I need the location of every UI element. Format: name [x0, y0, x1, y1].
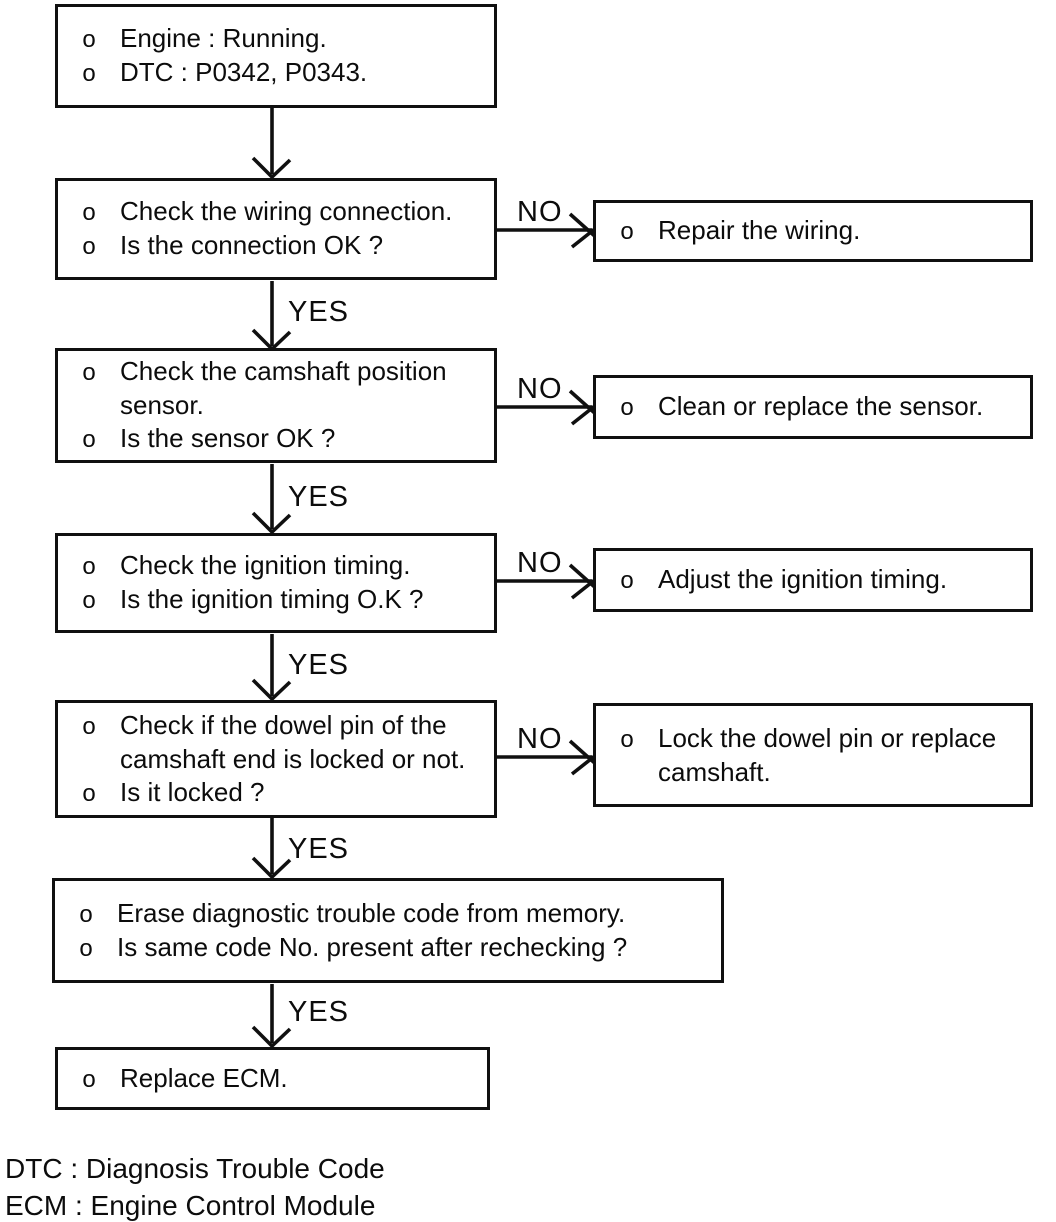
flow-box-lock-dowel-pin: o Lock the dowel pin or replace camshaft.	[593, 703, 1033, 807]
arrow-down-yes-1	[251, 281, 292, 352]
bullet-marker: o	[82, 587, 96, 614]
flow-line-text: Adjust the ignition timing.	[658, 564, 948, 594]
bullet-marker: o	[82, 426, 96, 453]
flow-line-text: Check if the dowel pin of the	[120, 709, 447, 740]
no-label-2: NO	[517, 373, 563, 405]
flow-line-text: Is the sensor OK ?	[120, 423, 336, 453]
flow-line-text: Is the ignition timing O.K ?	[120, 584, 424, 614]
yes-label-1: YES	[288, 296, 350, 328]
flow-line: o DTC : P0342, P0343.	[78, 56, 486, 90]
bullet-marker: o	[82, 359, 96, 386]
arrow-down-yes-4	[251, 818, 292, 880]
flow-line-text: Replace ECM.	[120, 1062, 288, 1093]
flow-box-clean-or-replace-sensor: o Clean or replace the sensor.	[593, 375, 1033, 439]
flow-box-repair-wiring: o Repair the wiring.	[593, 200, 1033, 262]
flow-box-erase-dtc-memory: o Erase diagnostic trouble code from memo…	[52, 878, 724, 983]
flow-line: o Check the wiring connection.	[78, 195, 486, 229]
bullet-marker: o	[82, 26, 96, 53]
bullet-marker: o	[79, 934, 93, 962]
bullet-marker: o	[82, 60, 96, 87]
yes-label-4: YES	[288, 833, 350, 865]
flow-line-text: Check the wiring connection.	[120, 196, 453, 226]
flow-line-continuation: camshaft end is locked or not.	[120, 743, 486, 776]
bullet-marker: o	[79, 900, 93, 928]
flow-line-text: DTC : P0342, P0343.	[120, 57, 368, 87]
flow-line: o Clean or replace the sensor.	[616, 390, 1022, 424]
flow-line: o Repair the wiring.	[616, 214, 1022, 248]
bullet-marker: o	[82, 1065, 96, 1093]
arrow-down-1	[251, 108, 292, 180]
flow-line: o Is same code No. present after rechecki…	[75, 931, 713, 965]
yes-label-3: YES	[288, 649, 350, 681]
flow-line: o Check if the dowel pin of the	[78, 709, 486, 743]
legend-dtc-line: DTC : Diagnosis Trouble Code	[5, 1153, 385, 1184]
flow-line-continuation: sensor.	[120, 389, 486, 422]
flow-line-text: camshaft.	[658, 756, 771, 787]
legend: DTC : Diagnosis Trouble Code ECM : Engin…	[5, 1150, 385, 1222]
no-label-1: NO	[517, 196, 563, 228]
arrow-down-yes-2	[251, 464, 292, 535]
bullet-marker: o	[620, 567, 634, 594]
flow-box-check-dowel-pin: o Check if the dowel pin of the camshaft …	[55, 700, 497, 818]
flow-line: o Replace ECM.	[78, 1062, 479, 1096]
bullet-marker: o	[82, 712, 96, 740]
flow-line: o Is it locked ?	[78, 776, 486, 810]
yes-label-2: YES	[288, 481, 350, 513]
bullet-marker: o	[82, 233, 96, 260]
no-label-4: NO	[517, 723, 563, 755]
bullet-marker: o	[620, 218, 634, 245]
flow-line-text: Clean or replace the sensor.	[658, 391, 984, 421]
bullet-marker: o	[620, 725, 634, 753]
flow-box-adjust-ignition-timing: o Adjust the ignition timing.	[593, 548, 1033, 612]
flow-line-text: sensor.	[120, 390, 204, 420]
legend-ecm-line: ECM : Engine Control Module	[5, 1190, 376, 1221]
flow-line-text: Repair the wiring.	[658, 215, 861, 245]
yes-label-5: YES	[288, 996, 350, 1028]
flow-line: o Is the ignition timing O.K ?	[78, 583, 486, 617]
flow-line: o Erase diagnostic trouble code from memo…	[75, 897, 713, 931]
flow-line: o Is the sensor OK ?	[78, 422, 486, 456]
flow-line-text: Check the camshaft position	[120, 356, 447, 386]
bullet-marker: o	[82, 199, 96, 226]
flow-line-text: Check the ignition timing.	[120, 550, 411, 580]
flow-line-continuation: camshaft.	[658, 756, 1022, 789]
flow-line-text: Is the connection OK ?	[120, 230, 384, 260]
bullet-marker: o	[82, 553, 96, 580]
flow-line: o Lock the dowel pin or replace	[616, 722, 1022, 756]
flow-line-text: Erase diagnostic trouble code from memor…	[117, 897, 626, 928]
arrow-down-yes-5	[251, 984, 292, 1049]
flow-line: o Adjust the ignition timing.	[616, 563, 1022, 597]
no-label-3: NO	[517, 547, 563, 579]
flow-box-check-ignition-timing: o Check the ignition timing. o Is the igni…	[55, 533, 497, 633]
flow-line: o Check the ignition timing.	[78, 549, 486, 583]
flow-line-text: Lock the dowel pin or replace	[658, 722, 997, 753]
flow-line-text: Is it locked ?	[120, 776, 265, 807]
bullet-marker: o	[82, 779, 96, 807]
flow-box-replace-ecm: o Replace ECM.	[55, 1047, 490, 1110]
flow-line-text: camshaft end is locked or not.	[120, 743, 466, 774]
flow-box-check-wiring-connection: o Check the wiring connection. o Is the co…	[55, 178, 497, 280]
arrow-down-yes-3	[251, 634, 292, 702]
flow-line: o Is the connection OK ?	[78, 229, 486, 263]
flow-line-text: Engine : Running.	[120, 23, 327, 53]
bullet-marker: o	[620, 394, 634, 421]
flow-line: o Engine : Running.	[78, 22, 486, 56]
flow-line-text: Is same code No. present after recheckin…	[117, 931, 628, 962]
flow-line: o Check the camshaft position	[78, 355, 486, 389]
